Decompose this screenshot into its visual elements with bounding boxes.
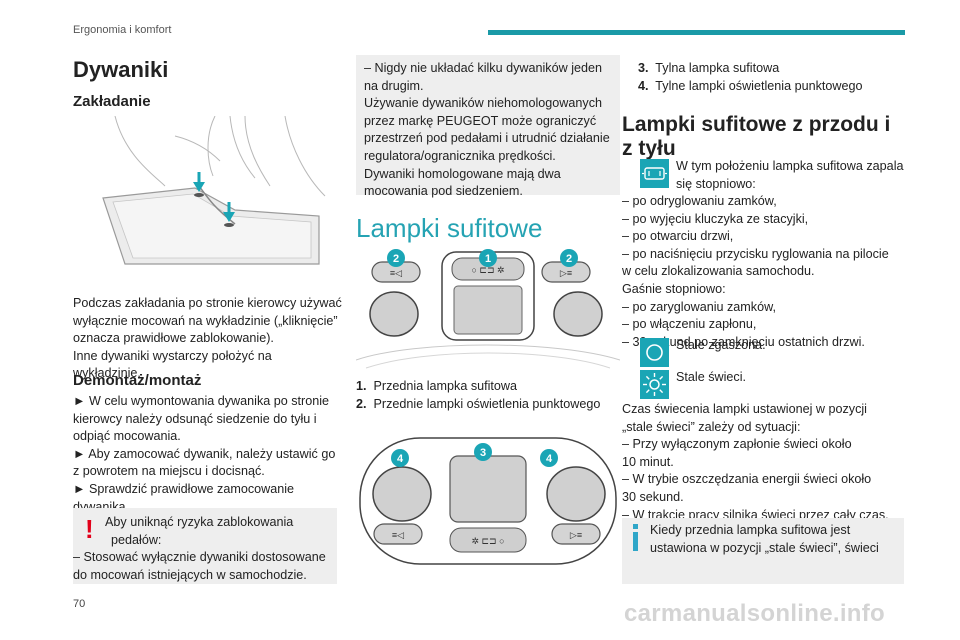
callout-4-right: 4 [546, 453, 553, 465]
text-line: – Stosować wyłącznie dywaniki dostosowan… [73, 550, 326, 564]
header-accent-bar [488, 30, 905, 35]
warning-box: ! Aby uniknąć ryzyka zablokowania pedałó… [73, 508, 337, 584]
callout-3: 3 [480, 447, 486, 459]
section-title-dywaniki: Dywaniki [73, 57, 169, 82]
rear-lamps-illustration: ≡◁ ▷≡ ✲ ⊏⊐ ○ 4 3 4 [359, 437, 617, 565]
text-line: wyłącznie mocowań na wykładzinie („klikn… [73, 313, 338, 328]
subheading-demontaz: Demontaż/montaż [73, 372, 202, 389]
lighting-duration-description: Czas świecenia lampki ustawionej w pozyc… [622, 401, 912, 524]
running-header: Ergonomia i komfort [73, 24, 172, 36]
callout-4-left: 4 [397, 453, 404, 465]
callout-2-left: 2 [393, 253, 399, 265]
note-box: – Nigdy nie układać kilku dywaników jede… [356, 55, 620, 198]
text-line: Inne dywaniki wystarczy położyć na wykła… [73, 348, 272, 381]
info-icon [632, 524, 640, 552]
info-box: Kiedy przednia lampka sufitowa jest usta… [622, 518, 904, 584]
svg-text:○ ⊏⊐ ✲: ○ ⊏⊐ ✲ [471, 265, 504, 275]
text-line: oznacza prawidłowe zablokowanie). [73, 331, 274, 346]
text-line: Gaśnie stopniowo: [622, 281, 726, 296]
removal-paragraph: ► W celu wymontowania dywanika po stroni… [73, 393, 343, 516]
text-line: do mocowań istniejących w samochodzie. [73, 567, 307, 582]
text-line: – W trybie oszczędzania energii świeci o… [622, 472, 872, 487]
subheading-zakladanie: Zakładanie [73, 93, 151, 110]
text-line: regulatora/ogranicznika prędkości. [364, 148, 556, 163]
callout-1: 1 [485, 253, 491, 265]
always-on-label: Stale świeci. [676, 370, 746, 384]
text-line: z powrotem na miejscu i docisnąć. [73, 464, 265, 479]
text-line: W tym położeniu lampka sufitowa zapala [676, 159, 904, 173]
text-line: Dywaniki homologowane mają dwa [364, 166, 561, 181]
list-item: 2. Przednie lampki oświetlenia punktoweg… [356, 396, 601, 411]
text-line: – po naciśnięciu przycisku ryglowania na… [622, 246, 889, 261]
text-line: na drugim. [364, 78, 424, 93]
text-line: 30 sekund. [622, 489, 684, 504]
section-title-front-rear: Lampki sufitowe z przodu i z tyłu [622, 113, 890, 161]
svg-text:≡◁: ≡◁ [392, 530, 404, 540]
text-line: mocowania pod siedzeniem. [364, 184, 523, 199]
title-line: Lampki sufitowe z przodu i [622, 113, 891, 136]
text-line: pedałów: [111, 532, 162, 547]
text-line: – po włączeniu zapłonu, [622, 317, 757, 332]
text-line: ► Aby zamocować dywanik, należy ustawić … [73, 446, 336, 461]
list-item: 4. Tylne lampki oświetlenia punktowego [638, 78, 863, 93]
text-line: kierowcy należy odsunąć siedzenie do tył… [73, 411, 317, 426]
svg-text:▷≡: ▷≡ [560, 268, 572, 278]
front-lamps-list: 1. Przednia lampka sufitowa 2. Przednie … [356, 378, 620, 413]
section-title-lampki: Lampki sufitowe [356, 213, 543, 243]
text-line: w celu zlokalizowania samochodu. [622, 264, 815, 279]
text-line: przez markę PEUGEOT może ograniczyć [364, 113, 597, 128]
callout-2-right: 2 [566, 253, 572, 265]
list-item: 3. Tylna lampka sufitowa [638, 61, 780, 75]
svg-text:✲ ⊏⊐ ○: ✲ ⊏⊐ ○ [471, 536, 504, 546]
door-mode-description: – po odryglowaniu zamków, – po wyjęciu k… [622, 193, 912, 351]
watermark: carmanualsonline.info [624, 600, 886, 627]
warning-icon: ! [85, 514, 94, 544]
text-line: ► Sprawdzić prawidłowe zamocowanie [73, 481, 295, 496]
text-line: „stale świeci” zależy od sytuacji: [622, 419, 801, 434]
installing-paragraph: Podczas zakładania po stronie kierowcy u… [73, 295, 343, 383]
text-line: się stopniowo: [676, 176, 756, 191]
text-line: ustawiona w pozycji „stale świeci”, świe… [650, 540, 879, 555]
rear-lamps-list: 3. Tylna lampka sufitowa 4. Tylne lampki… [638, 60, 908, 95]
svg-text:▷≡: ▷≡ [570, 530, 582, 540]
text-line: Kiedy przednia lampka sufitowa jest [650, 523, 851, 537]
text-line: Aby uniknąć ryzyka zablokowania [105, 515, 294, 529]
page-number: 70 [73, 598, 86, 610]
text-line: Czas świecenia lampki ustawionej w pozyc… [622, 402, 867, 416]
text-line: – Nigdy nie układać kilku dywaników jede… [364, 61, 603, 75]
floor-mat-illustration [102, 116, 326, 265]
title-line: z tyłu [622, 137, 676, 160]
sun-on-icon [640, 370, 669, 399]
text-line: – 30 sekund po zamknięciu ostatnich drzw… [622, 334, 865, 349]
text-line: 10 minut. [622, 454, 674, 469]
text-line: Używanie dywaników niehomologowanych [364, 96, 603, 111]
front-lamps-illustration: ≡◁ ▷≡ ○ ⊏⊐ ✲ 2 1 2 [356, 249, 620, 369]
circle-off-icon [640, 338, 669, 367]
text-line: przestrzeń pod pedałami i utrudnić dział… [364, 131, 610, 146]
text-line: – Przy wyłączonym zapłonie świeci około [622, 437, 852, 452]
text-line: odpiąć mocowania. [73, 429, 181, 444]
always-off-label: Stale zgaszona. [676, 338, 766, 352]
door-lamp-icon [640, 159, 669, 188]
list-item: 1. Przednia lampka sufitowa [356, 379, 518, 393]
svg-text:≡◁: ≡◁ [390, 268, 402, 278]
text-line: – po zaryglowaniu zamków, [622, 299, 777, 314]
text-line: ► W celu wymontowania dywanika po stroni… [73, 394, 330, 408]
text-line: – po wyjęciu kluczyka ze stacyjki, [622, 211, 809, 226]
text-line: Podczas zakładania po stronie kierowcy u… [73, 296, 342, 310]
text-line: – po odryglowaniu zamków, [622, 194, 777, 208]
text-line: – po otwarciu drzwi, [622, 229, 734, 244]
